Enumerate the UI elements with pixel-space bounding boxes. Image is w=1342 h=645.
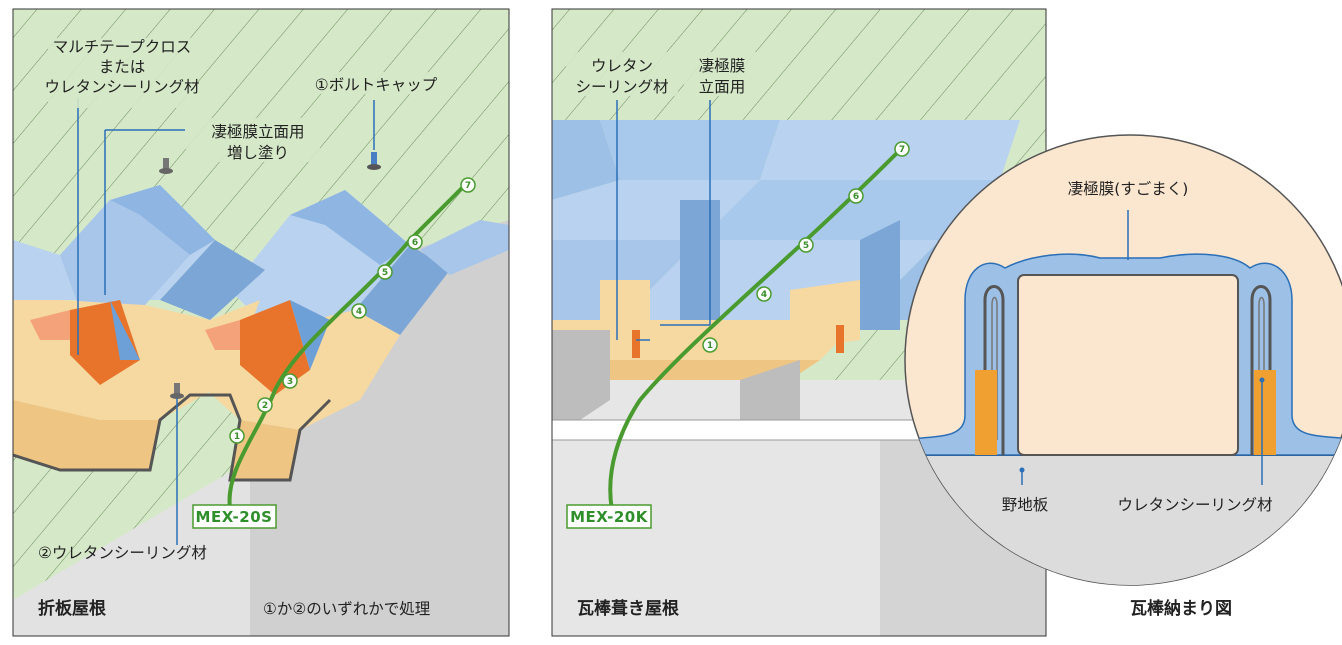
left-coat-triangle: [110, 300, 140, 360]
step-5: 5: [382, 268, 388, 278]
product-code-mex-20s: MEX-20S: [196, 508, 273, 526]
label-bolt-cap: ①ボルトキャップ: [315, 76, 438, 94]
step-2: 2: [262, 401, 268, 411]
bolt-cap-icon: [159, 158, 173, 174]
orange-sealant: [632, 330, 640, 358]
base-floor: [13, 460, 250, 636]
step-3: 3: [287, 377, 293, 387]
middle-labels: ウレタン シーリング材 凄極膜 立面用 MEX-20K 瓦棒葺き屋根: [566, 52, 760, 619]
mex-20s-tag: [192, 504, 277, 529]
right-sealant: [1254, 370, 1276, 455]
middle-coat-triangle: [290, 300, 330, 370]
label-membrane: 凄極膜: [699, 57, 746, 75]
label-sugomaku-membrane: 凄極膜(すごまく): [1068, 180, 1189, 198]
label-urethane-sealant: ウレタンシーリング材: [44, 78, 199, 96]
product-code-mex-20k: MEX-20K: [570, 508, 649, 526]
bolt-cap-icon: [367, 152, 381, 170]
caption-note: ①か②のいずれかで処理: [263, 600, 430, 618]
left-orange-patch: [70, 300, 140, 385]
label-extra-coat: 増し塗り: [227, 143, 289, 162]
sand-block: [790, 280, 860, 350]
label-coat-upright: 凄極膜立面用: [211, 123, 304, 141]
caption-batten-roof: 瓦棒葺き屋根: [577, 598, 679, 619]
mex-20k-tag: [566, 504, 652, 529]
folded-plate-edge: [13, 393, 332, 482]
label-multi-tape-cross: マルチテープクロス: [53, 38, 192, 56]
orange-sealant: [836, 325, 844, 353]
label-roof-board: 野地板: [1002, 496, 1049, 514]
folded-plate-roof-panel: [13, 9, 509, 636]
middle-orange-patch: [240, 300, 310, 395]
bolt-icon: [170, 383, 184, 399]
step-6: 6: [853, 192, 859, 202]
step-4: 4: [761, 290, 767, 300]
right-seam: [1250, 285, 1272, 455]
mex-20s-line: [227, 183, 467, 509]
sand-edge: [552, 360, 820, 380]
detail-core: [1017, 274, 1239, 456]
left-seam: [983, 285, 1005, 455]
batten-detail-callout: 凄極膜(すごまく) 野地板 ウレタンシーリング材: [904, 134, 1342, 586]
left-light-patch: [30, 310, 70, 340]
step-6: 6: [412, 238, 418, 248]
step-1: 1: [707, 341, 713, 351]
step-1: 1: [234, 432, 240, 442]
label-sealing-material: シーリング材: [575, 78, 668, 96]
middle-leader-lines: [616, 100, 711, 341]
step-5: 5: [803, 241, 809, 251]
step-4: 4: [356, 307, 362, 317]
left-labels: マルチテープクロス または ウレタンシーリング材 ①ボルトキャップ 凄極膜立面用…: [38, 38, 446, 619]
left-step-markers: 1 2 3 4 5 6 7: [229, 177, 476, 444]
mex-20k-line: [608, 148, 902, 511]
caption-batten-detail: 瓦棒納まり図: [1130, 598, 1232, 619]
label-urethane-sealing: ②ウレタンシーリング材: [38, 544, 207, 562]
label-upright-use: 立面用: [699, 78, 746, 96]
label-or: または: [99, 58, 146, 76]
caption-folded-plate-roof: 折板屋根: [38, 598, 106, 619]
left-panel-frame: [12, 8, 510, 637]
label-urethane: ウレタン: [591, 57, 653, 75]
step-7: 7: [899, 145, 905, 155]
middle-light-patch: [205, 320, 240, 350]
folded-plate-ribs: [13, 185, 509, 335]
step-7: 7: [465, 181, 471, 191]
left-sealant: [975, 370, 997, 455]
middle-step-markers: 1 4 5 6 7: [702, 141, 910, 353]
left-leader-lines: [77, 98, 375, 545]
label-urethane-sealing: ウレタンシーリング材: [1117, 496, 1272, 514]
